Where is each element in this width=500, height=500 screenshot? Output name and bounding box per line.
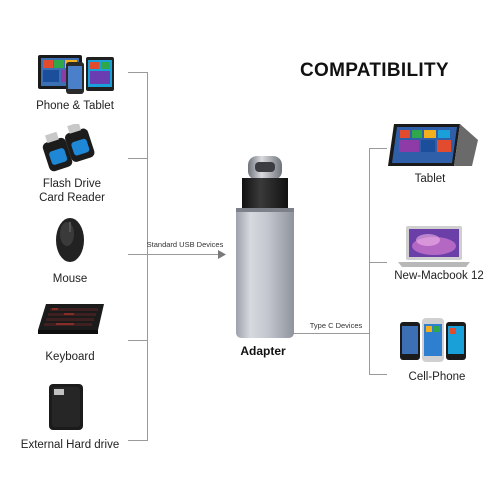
flash-drive-icon — [42, 124, 95, 172]
left-tick-5 — [128, 440, 148, 441]
cell-phone-icon — [400, 318, 466, 362]
right-tick-2 — [369, 262, 387, 263]
right-tick-3 — [369, 374, 387, 375]
hard-drive-label: External Hard drive — [20, 439, 120, 451]
left-connector-label: Standard USB Devices — [146, 240, 224, 249]
phone-tablet-icon — [38, 55, 114, 94]
left-tick-1 — [128, 72, 148, 73]
right-connector-label: Type C Devices — [309, 321, 363, 330]
left-arrow-line — [148, 254, 221, 255]
left-tick-2 — [128, 158, 148, 159]
laptop-icon — [398, 226, 470, 267]
cell-phone-label: Cell-Phone — [408, 371, 466, 383]
flash-drive-label-line2: Card Reader — [39, 192, 105, 204]
left-tick-4 — [128, 340, 148, 341]
flash-drive-label-line1: Flash Drive — [42, 178, 102, 190]
hard-drive-icon — [49, 384, 83, 430]
left-arrow-head — [218, 250, 226, 259]
laptop-label: New-Macbook 12 — [394, 270, 484, 282]
left-bracket-vertical — [147, 72, 148, 440]
phone-tablet-label: Phone & Tablet — [36, 100, 114, 112]
tablet-label: Tablet — [414, 173, 446, 185]
left-tick-3 — [128, 254, 148, 255]
tablet-icon — [388, 124, 478, 166]
page-title: COMPATIBILITY — [300, 60, 449, 81]
adapter-icon — [236, 156, 294, 338]
keyboard-label: Keyboard — [45, 351, 95, 363]
mouse-label: Mouse — [52, 273, 88, 285]
adapter-label: Adapter — [240, 344, 286, 358]
keyboard-icon — [38, 304, 104, 334]
right-arrow-line — [292, 333, 370, 334]
right-bracket-vertical — [369, 148, 370, 374]
right-tick-1 — [369, 148, 387, 149]
mouse-icon — [56, 218, 84, 262]
